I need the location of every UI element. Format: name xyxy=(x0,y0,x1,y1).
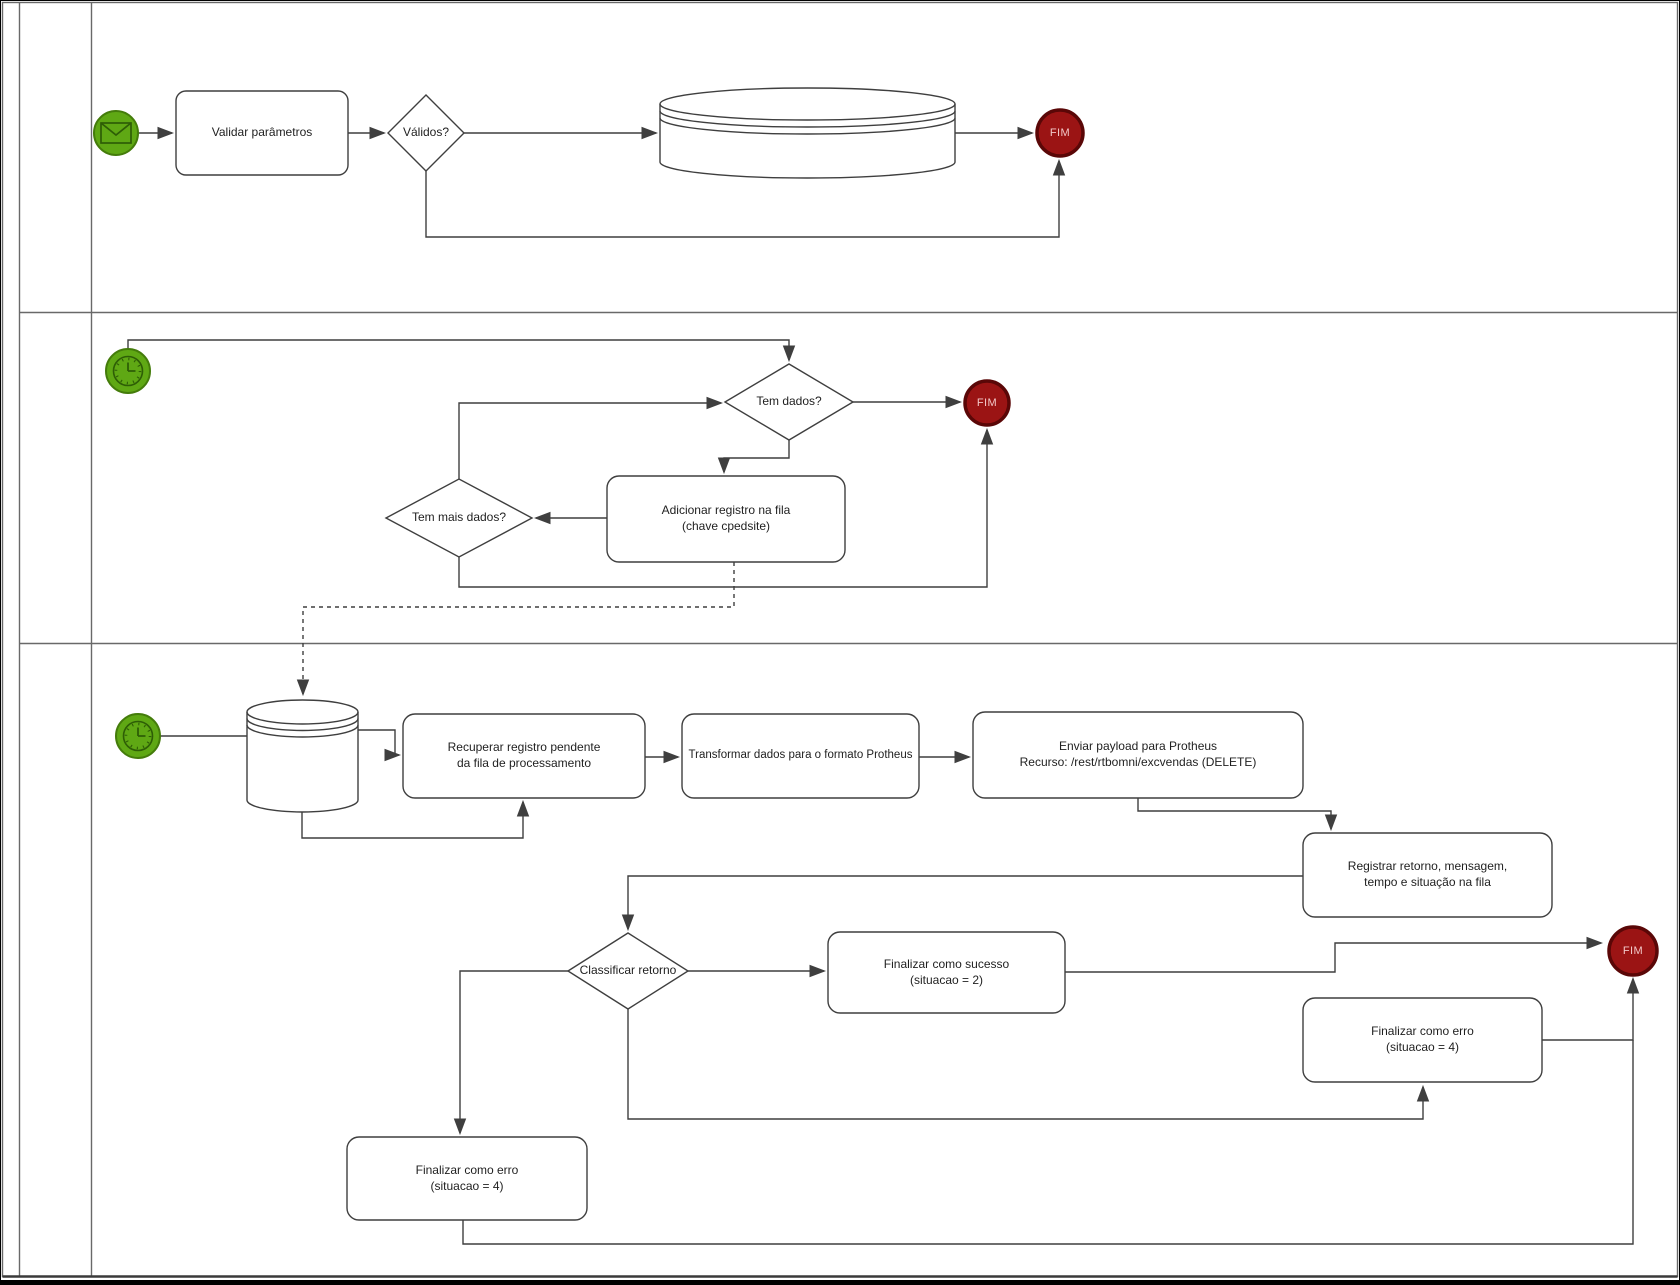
flow-temmais-fim2[interactable] xyxy=(458,427,994,588)
task-finalizar-sucesso[interactable] xyxy=(827,931,1066,1014)
end-event-fim-2[interactable] xyxy=(963,379,1011,427)
flow-datastore2-recuperar-bottom[interactable] xyxy=(301,799,530,839)
task-enviar-payload[interactable] xyxy=(972,711,1304,799)
gateway-tem-dados[interactable] xyxy=(723,363,855,441)
task-adicionar-registro[interactable] xyxy=(606,475,846,563)
task-finalizar-erro-esquerda[interactable] xyxy=(346,1136,588,1221)
flow-enviar-registrar[interactable] xyxy=(1137,798,1338,832)
clock-icon xyxy=(122,720,154,752)
flow-erro-direita-fim3[interactable] xyxy=(1542,976,1640,1041)
gateway-tem-mais-dados[interactable] xyxy=(384,478,534,558)
envelope-icon xyxy=(100,122,132,144)
flow-temmais-temdados[interactable] xyxy=(458,396,724,479)
gateway-classificar-retorno[interactable] xyxy=(566,932,690,1010)
start-event-message[interactable] xyxy=(93,110,139,156)
database-cylinder-icon xyxy=(246,699,359,813)
task-transformar-dados[interactable] xyxy=(681,713,920,799)
flow-adicionar-datastore2-dashed[interactable] xyxy=(296,562,735,697)
database-cylinder-icon xyxy=(659,87,956,179)
flow-sucesso-fim3[interactable] xyxy=(1065,936,1604,973)
task-registrar-retorno[interactable] xyxy=(1302,832,1553,918)
window-bottom-edge xyxy=(0,1280,1680,1285)
flow-registrar-classificar[interactable] xyxy=(621,875,1303,932)
flow-timer2-temdados[interactable] xyxy=(127,339,796,363)
datastore-lane3[interactable] xyxy=(246,699,359,813)
flow-classificar-erro-esquerda[interactable] xyxy=(453,970,568,1136)
task-recuperar-registro[interactable] xyxy=(402,713,646,799)
flow-datastore2-recuperar[interactable] xyxy=(358,729,402,762)
database-cylinder-rings xyxy=(246,711,359,738)
task-finalizar-erro-direita[interactable] xyxy=(1302,997,1543,1083)
flow-classificar-erro-direita[interactable] xyxy=(627,1009,1430,1120)
flow-validos-fim1[interactable] xyxy=(425,158,1066,238)
database-cylinder-rings xyxy=(659,103,956,135)
clock-icon xyxy=(112,355,144,387)
start-event-timer-lane2[interactable] xyxy=(105,348,151,394)
end-event-fim-3[interactable] xyxy=(1607,925,1659,977)
end-event-fim-1[interactable] xyxy=(1035,108,1085,158)
task-validar-parametros[interactable] xyxy=(175,90,349,176)
datastore-lane1[interactable] xyxy=(659,87,956,179)
flow-temdados-adicionar[interactable] xyxy=(717,440,790,475)
gateway-validos[interactable] xyxy=(387,94,465,172)
start-event-timer-lane3[interactable] xyxy=(115,713,161,759)
flow-erro-esquerda-fim3[interactable] xyxy=(462,1040,1634,1245)
